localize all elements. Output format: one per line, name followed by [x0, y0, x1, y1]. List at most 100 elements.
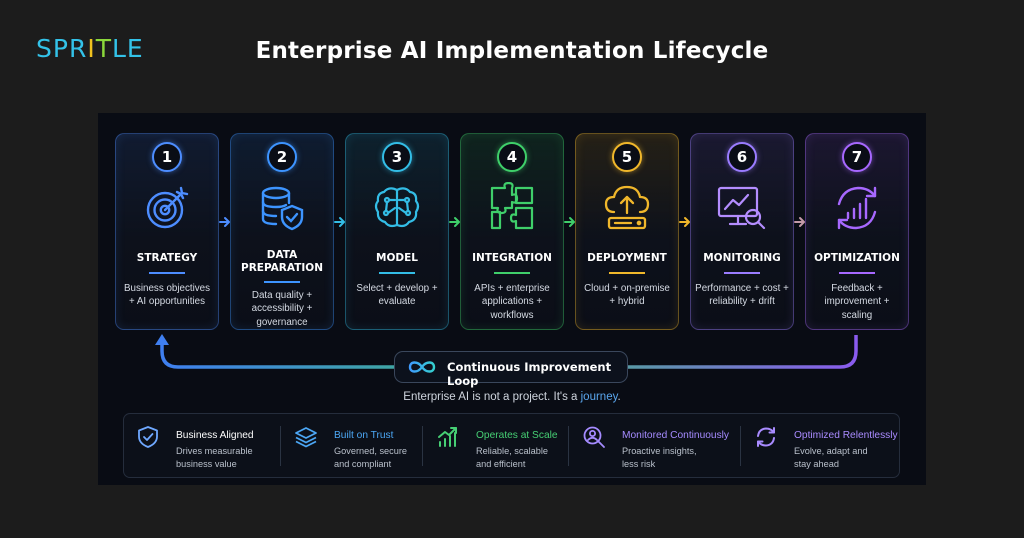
target-icon	[146, 186, 189, 229]
benefit-desc-line: less risk	[622, 459, 656, 469]
database-shield-icon	[261, 186, 304, 231]
flow-arrow-icon	[679, 217, 690, 227]
benefit-desc-line: and compliant	[334, 459, 392, 469]
stage-description: Business objectives + AI opportunities	[123, 283, 211, 308]
benefit-monitored-continuously: Monitored Continuously Proactive insight…	[570, 414, 738, 479]
stage-divider	[379, 272, 415, 274]
stage-description: Select + develop + evaluate	[356, 283, 438, 308]
tagline: Enterprise AI is not a project. It's a j…	[98, 391, 926, 403]
shield-check-icon	[138, 426, 158, 448]
growth-chart-icon	[438, 427, 457, 447]
flow-arrow-icon	[219, 217, 230, 227]
flow-arrow-icon	[449, 217, 460, 227]
benefit-operates-at-scale: Operates at Scale Reliable, scalable and …	[424, 414, 566, 479]
benefits-bar: Business Aligned Drives measurable busine…	[123, 413, 900, 478]
stage-description: Cloud + on-premise + hybrid	[584, 283, 670, 308]
logo-letter: E	[126, 34, 144, 63]
lifecycle-stages: 1 STRATEGY Business objectives + AI oppo…	[98, 113, 926, 343]
brand-logo: SPRITLE	[36, 34, 144, 63]
benefit-optimized-relentlessly: Optimized Relentlessly Evolve, adapt and…	[742, 414, 900, 479]
stage-title: STRATEGY	[136, 252, 198, 264]
benefit-divider	[568, 426, 569, 466]
stage-card-deployment: 5 DEPLOYMENT Cloud + on-premise + hybrid	[575, 133, 679, 330]
stage-number-badge: 7	[842, 142, 872, 172]
refresh-icon	[757, 427, 775, 447]
logo-letter: S	[36, 34, 53, 63]
stage-card-optimization: 7 OPTIMIZATION Feedback + improvement + …	[805, 133, 909, 330]
benefit-divider	[422, 426, 423, 466]
stage-title: DEPLOYMENT	[587, 252, 667, 264]
flow-arrow-icon	[794, 217, 805, 227]
stage-description: APIs + enterprise applications + workflo…	[474, 283, 550, 321]
brain-icon	[374, 187, 420, 228]
stage-divider	[149, 272, 185, 274]
stage-divider	[839, 272, 875, 274]
stage-divider	[264, 281, 300, 283]
benefit-description: Reliable, scalable and efficient	[476, 445, 548, 471]
stage-divider	[609, 272, 645, 274]
stage-card-data-preparation: 2 DATA PREPARATION Data quality + access…	[230, 133, 334, 330]
cycle-chart-icon	[837, 186, 877, 230]
benefit-description: Evolve, adapt and stay ahead	[794, 445, 868, 471]
tagline-end: .	[617, 391, 621, 403]
benefit-description: Proactive insights, less risk	[622, 445, 697, 471]
logo-letter: L	[111, 34, 127, 63]
benefit-desc-line: stay ahead	[794, 459, 839, 469]
page-title: Enterprise AI Implementation Lifecycle	[255, 38, 769, 64]
stage-divider	[494, 272, 530, 274]
benefit-desc-line: Proactive insights,	[622, 446, 697, 456]
benefit-desc-line: Drives measurable	[176, 446, 253, 456]
stage-title: MODEL	[376, 252, 418, 264]
benefit-title: Business Aligned	[176, 430, 254, 441]
stage-number-badge: 1	[152, 142, 182, 172]
layers-icon	[295, 427, 317, 448]
stage-divider	[724, 272, 760, 274]
puzzle-icon	[490, 182, 534, 230]
user-search-icon	[583, 426, 605, 448]
cloud-upload-icon	[604, 185, 650, 230]
benefit-title: Optimized Relentlessly	[794, 430, 898, 441]
stage-card-integration: 4 INTEGRATION APIs + enterprise applicat…	[460, 133, 564, 330]
benefit-title: Operates at Scale	[476, 430, 558, 441]
stage-description: Feedback + improvement + scaling	[824, 283, 890, 321]
stage-number-badge: 5	[612, 142, 642, 172]
stage-title: INTEGRATION	[472, 252, 552, 264]
benefit-divider	[740, 426, 741, 466]
benefit-title: Built on Trust	[334, 430, 394, 441]
benefit-desc-line: Evolve, adapt and	[794, 446, 868, 456]
logo-letter: R	[68, 34, 88, 63]
benefit-desc-line: and efficient	[476, 459, 526, 469]
stage-number-badge: 4	[497, 142, 527, 172]
benefit-desc-line: Reliable, scalable	[476, 446, 549, 456]
lifecycle-panel: 1 STRATEGY Business objectives + AI oppo…	[98, 113, 926, 485]
benefit-desc-line: business value	[176, 459, 237, 469]
stage-title: OPTIMIZATION	[814, 252, 900, 264]
stage-card-model: 3 MODEL Select + develop + evaluate	[345, 133, 449, 330]
infinity-icon	[408, 361, 436, 373]
flow-arrow-icon	[334, 217, 345, 227]
benefit-business-aligned: Business Aligned Drives measurable busine…	[124, 414, 280, 479]
logo-letter: P	[52, 34, 69, 63]
flow-arrow-icon	[564, 217, 575, 227]
tagline-accent: journey	[580, 391, 618, 403]
benefit-divider	[280, 426, 281, 466]
stage-title: DATA PREPARATION	[241, 249, 323, 274]
stage-description: Data quality + accessibility + governanc…	[251, 290, 313, 328]
stage-description: Performance + cost + reliability + drift	[695, 283, 789, 308]
stage-card-monitoring: 6 MONITORING Performance + cost + reliab…	[690, 133, 794, 330]
stage-title: MONITORING	[703, 252, 781, 264]
benefit-description: Governed, secure and compliant	[334, 445, 407, 471]
loop-label: Continuous Improvement Loop	[447, 360, 612, 388]
benefit-desc-line: Governed, secure	[334, 446, 408, 456]
stage-number-badge: 6	[727, 142, 757, 172]
stage-card-strategy: 1 STRATEGY Business objectives + AI oppo…	[115, 133, 219, 330]
benefit-title: Monitored Continuously	[622, 430, 730, 441]
logo-letter: T	[95, 34, 112, 63]
benefit-description: Drives measurable business value	[176, 445, 253, 471]
benefit-built-on-trust: Built on Trust Governed, secure and compl…	[282, 414, 420, 479]
monitor-chart-icon	[717, 186, 766, 230]
tagline-text: Enterprise AI is not a project. It's a	[403, 391, 581, 403]
stage-number-badge: 2	[267, 142, 297, 172]
stage-number-badge: 3	[382, 142, 412, 172]
continuous-improvement-loop: Continuous Improvement Loop	[394, 351, 628, 388]
